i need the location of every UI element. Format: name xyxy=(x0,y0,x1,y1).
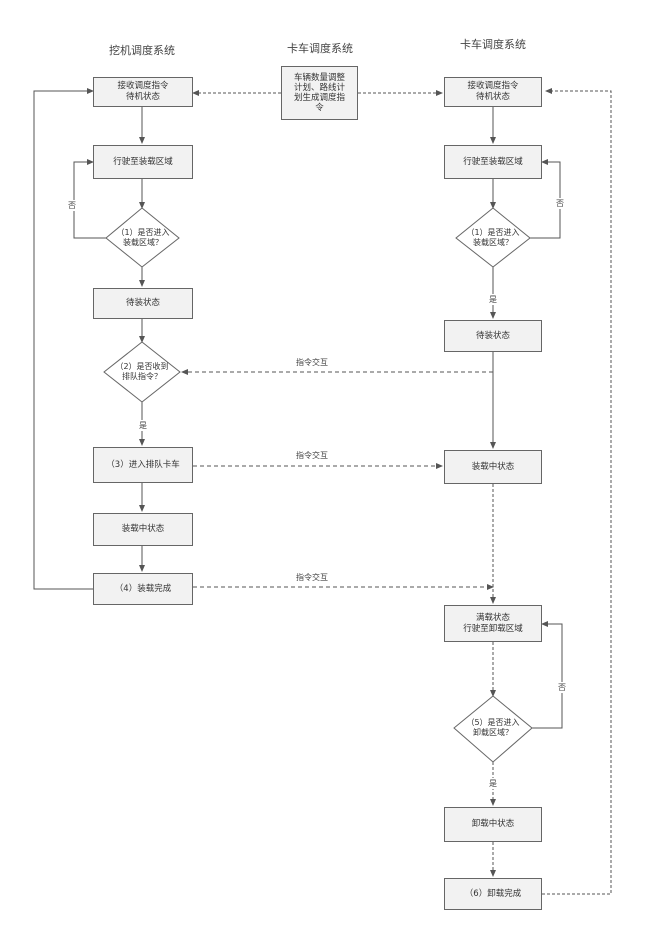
truck-decision-2-text: （5）是否进入 卸载区域？ xyxy=(454,718,532,738)
excavator-complete-node: （4）装载完成 xyxy=(93,573,193,605)
truck-complete-node: （6）卸载完成 xyxy=(444,878,542,910)
excavator-waiting-node: 待装状态 xyxy=(93,288,193,319)
truck-unloading-node: 卸载中状态 xyxy=(444,807,542,842)
exchange-label-2: 指令交互 xyxy=(296,450,328,461)
truck-travel-node: 行驶至装载区域 xyxy=(444,145,542,179)
excavator-loading-node: 装载中状态 xyxy=(93,513,193,546)
truck-no-label-2: 否 xyxy=(558,682,566,693)
truck-standby-node: 接收调度指令 待机状态 xyxy=(444,77,542,107)
edge-t7-return xyxy=(542,91,611,894)
edge-e6-return xyxy=(34,91,93,589)
truck-no-label-1: 否 xyxy=(556,198,564,209)
excavator-decision-2-text: （2）是否收到 排队指令？ xyxy=(104,362,180,382)
excavator-column-title: 挖机调度系统 xyxy=(92,42,192,58)
truck-column-title: 卡车调度系统 xyxy=(443,36,543,52)
truck-decision-1-text: （1）是否进入 装载区域？ xyxy=(456,228,530,248)
excavator-no-label: 否 xyxy=(68,200,76,211)
truck-full-travel-node: 满载状态 行驶至卸载区域 xyxy=(444,605,542,642)
central-column-title: 卡车调度系统 xyxy=(270,40,370,56)
truck-waiting-node: 待装状态 xyxy=(444,320,542,352)
excavator-travel-node: 行驶至装载区域 xyxy=(93,145,193,179)
truck-yes-label-2: 是 xyxy=(489,778,497,789)
exchange-label-3: 指令交互 xyxy=(296,572,328,583)
truck-yes-label-1: 是 xyxy=(489,294,497,305)
exchange-label-1: 指令交互 xyxy=(296,357,328,368)
excavator-yes-label: 是 xyxy=(139,420,147,431)
excavator-queue-node: （3）进入排队卡车 xyxy=(93,447,193,483)
truck-loading-node: 装载中状态 xyxy=(444,450,542,484)
excavator-standby-node: 接收调度指令 待机状态 xyxy=(93,77,193,107)
excavator-decision-1-text: （1）是否进入 装载区域？ xyxy=(106,228,180,248)
central-plan-node: 车辆数量调整 计划、路线计 划生成调度指 令 xyxy=(281,66,358,120)
